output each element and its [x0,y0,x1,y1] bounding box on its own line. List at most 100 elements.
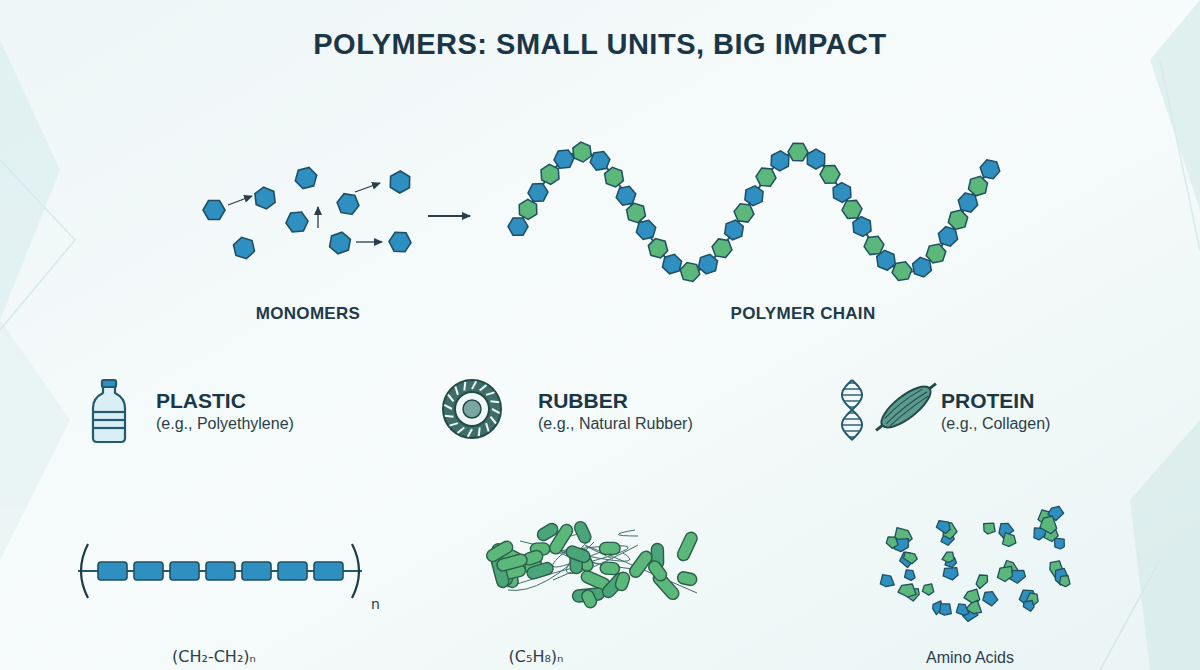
category-heading: RUBBER [538,389,628,413]
tread [444,405,452,409]
amino-acid [940,604,952,615]
chain-unit [508,218,528,235]
chain-unit [636,220,655,239]
monomer [337,194,359,215]
amino-acid [1003,533,1016,547]
monomer [203,201,225,220]
amino-acid [998,566,1013,581]
chain-unit [980,160,1000,179]
category-example: (e.g., Natural Rubber) [538,415,693,433]
pe-unit [278,562,307,580]
diagram-title: POLYMERS: SMALL UNITS, BIG IMPACT [313,28,886,61]
chain-unit [541,164,559,184]
pe-unit [314,562,343,580]
monomer [330,232,351,254]
chain-unit [771,151,789,171]
pe-unit [170,562,199,580]
dna-rung [844,388,860,389]
bottle-icon [93,380,125,442]
tire-icon [443,380,501,438]
chain-unit [680,263,700,282]
rubber-segment [573,520,593,545]
chain-unit [807,149,824,169]
amino-acid [976,575,987,589]
tread [486,392,494,395]
dna-icon [842,380,862,440]
rubber-segment [564,544,591,564]
amino-acid [898,584,916,597]
reaction-arrow [428,215,470,217]
tread [458,428,465,434]
monomer [389,232,411,252]
chain-unit [756,168,776,186]
rubber-segment [676,571,697,587]
chain-unit [573,142,591,162]
amino-acid [880,575,894,587]
chain-unit [734,204,754,222]
pe-unit [206,562,235,580]
chain-unit [948,210,967,229]
chain-unit [528,184,548,202]
chain-unit [820,166,840,184]
category-heading: PLASTIC [156,389,246,413]
monomer-arrows [228,183,382,242]
rubber-tangle [485,520,700,610]
chain-unit [648,239,667,258]
dna-rung [844,400,860,401]
amino-acid [905,570,916,581]
chain-unit [842,200,862,218]
rubber-segment [547,522,574,556]
monomer [255,187,275,209]
amino-acid [886,537,898,548]
amino-acid [956,604,969,615]
chemical-formula: (CH₂-CH₂)ₙ [172,648,256,666]
tread [479,428,480,437]
chain-unit [605,167,624,187]
tread [486,423,489,431]
chemical-formula: (C₅H₈)ₙ [509,648,564,666]
dna-strand [842,380,862,440]
monomer [390,171,409,193]
chain-unit [788,143,808,161]
pe-unit [98,562,127,580]
rubber-segment [600,562,620,575]
chain-unit [745,186,763,206]
dna-rung [844,418,860,419]
rubber-segment [580,588,599,609]
tread [468,429,472,437]
chain-unit [662,254,681,273]
category-example: (e.g., Polyethylene) [156,415,294,433]
repeat-subscript: n [371,596,380,612]
amino-acid [943,568,958,580]
chain-unit [590,152,610,171]
polyethylene-chain [78,544,362,598]
tread [455,387,458,395]
amino-acid [1055,538,1065,549]
rubber-segment [485,539,515,564]
rubber-segment [676,530,700,562]
amino-acid [984,523,995,534]
chain-unit [616,186,636,205]
dna-rung [842,424,862,425]
tread [450,423,458,426]
chain-unit [833,183,851,203]
rubber-segment [600,542,621,554]
tread [491,417,497,424]
stage-label: MONOMERS [256,304,360,324]
chain-unit [725,220,744,240]
stage-label: POLYMER CHAIN [731,304,876,324]
amino-acid [942,552,954,562]
monomer [234,237,255,258]
crosslink [618,530,638,536]
tread [491,401,500,402]
chain-unit [864,236,884,254]
tread [445,416,454,417]
polymer-chain [508,142,1000,281]
chain-unit [892,262,912,281]
tread [448,395,454,402]
amino-acid [1023,601,1034,612]
dna-rung [842,394,862,395]
